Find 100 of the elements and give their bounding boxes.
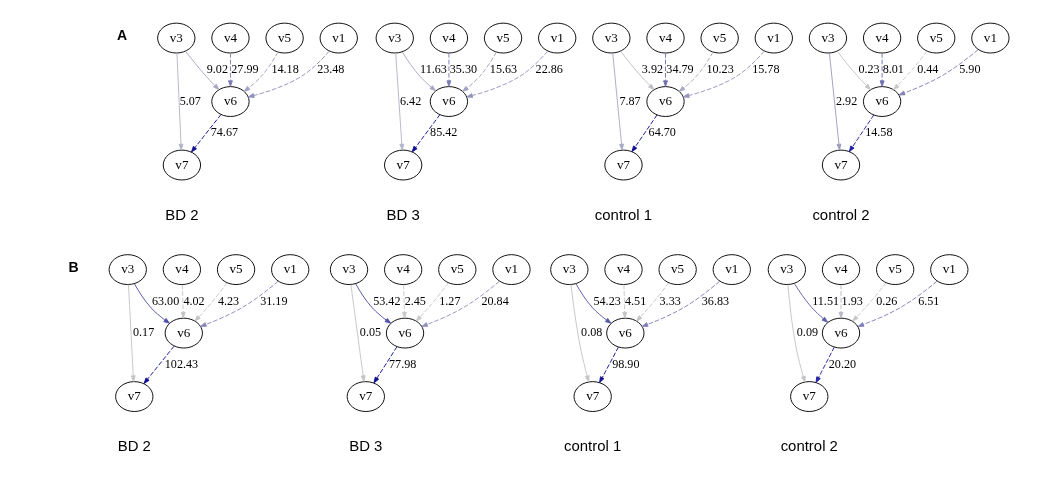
arrow (631, 114, 658, 153)
node-ellipse: v4 (429, 22, 469, 54)
node-ellipse: v3 (767, 254, 806, 285)
arrow (411, 114, 441, 153)
arrow (185, 50, 220, 90)
edge-label: 9.02 (206, 61, 228, 76)
edge-label: 0.23 (858, 61, 880, 76)
edge-label: 0.05 (359, 325, 382, 340)
edge-label: 54.23 (593, 293, 621, 308)
arrow (200, 280, 279, 327)
node-ellipse: v3 (375, 22, 414, 54)
arrow (620, 50, 655, 90)
arrow (682, 50, 765, 98)
arrow (247, 50, 330, 98)
edge-label: 3.33 (659, 293, 681, 308)
label: BD 3 (349, 437, 383, 455)
edge-label: 31.19 (260, 293, 288, 308)
arrow (415, 282, 449, 322)
node-ellipse: v4 (162, 254, 202, 285)
label: control 1 (594, 205, 653, 223)
label: control 1 (564, 437, 622, 455)
arrow (599, 346, 619, 384)
edge-label: 20.20 (828, 357, 857, 372)
edge-label: 98.90 (612, 357, 640, 372)
node-ellipse: v3 (550, 254, 589, 285)
arrow (879, 52, 885, 87)
node-ellipse: v3 (108, 254, 147, 285)
edge-label: 4.51 (625, 293, 647, 308)
arrow (176, 52, 184, 151)
edge-label: 6.42 (400, 93, 422, 108)
arrow (787, 284, 806, 383)
arrow (401, 51, 436, 92)
edge-label: 14.58 (865, 125, 893, 140)
node-ellipse: v4 (384, 254, 423, 285)
edge-label: 4.23 (217, 293, 240, 308)
edge-label: 2.92 (836, 93, 858, 108)
arrow (828, 52, 842, 151)
node-ellipse: v1 (538, 22, 577, 54)
edge-label: 14.18 (271, 61, 299, 76)
node-ellipse: v1 (271, 254, 310, 285)
edge-label: 85.42 (430, 125, 458, 140)
arrow (446, 52, 452, 87)
edge-label: 5.07 (179, 93, 201, 108)
edge-label: 6.51 (918, 293, 940, 308)
edge-label: 15.63 (489, 61, 518, 76)
node-ellipse: v4 (821, 254, 861, 285)
edge-label: 2.45 (404, 293, 426, 308)
arrow (462, 51, 497, 92)
edge-label: 5.90 (959, 61, 981, 76)
edge-label: 34.79 (666, 61, 694, 76)
node-ellipse: v7 (573, 381, 612, 412)
edge-label: 0.26 (876, 293, 898, 308)
arrow (421, 280, 500, 327)
arrow (402, 284, 407, 319)
arrow (243, 51, 279, 92)
node-ellipse: v5 (876, 254, 915, 285)
edge-label: 22.86 (535, 61, 563, 76)
edge-label: 3.92 (641, 61, 664, 76)
arrow (641, 280, 721, 327)
label: control 2 (780, 437, 838, 455)
arrow (857, 280, 938, 327)
arrow (134, 283, 170, 324)
arrow (180, 284, 186, 319)
edge-label: 74.67 (210, 125, 239, 140)
label: B (68, 258, 79, 275)
arrow (191, 114, 222, 153)
label: control 2 (812, 205, 870, 223)
arrow (355, 283, 392, 324)
node-ellipse: v4 (862, 22, 902, 54)
edge-label: 0.08 (581, 325, 603, 340)
arrow (836, 50, 871, 90)
node-ellipse: v7 (821, 149, 861, 181)
edge-label: 0.09 (796, 325, 819, 340)
node-ellipse: v1 (712, 254, 751, 285)
node-ellipse: v7 (346, 381, 385, 412)
arrow (838, 284, 844, 319)
edge-label: 15.78 (752, 61, 780, 76)
edge-label: 7.87 (619, 93, 641, 108)
arrow (228, 52, 233, 87)
edge-label: 0.44 (917, 61, 939, 76)
edge-label: 10.23 (706, 61, 734, 76)
arrow (794, 283, 829, 323)
edge-label: 23.48 (317, 61, 345, 76)
edge-label: 1.27 (439, 293, 461, 308)
edge-label: 35.30 (449, 61, 478, 76)
arrow (143, 345, 175, 384)
node-ellipse: v5 (438, 254, 477, 285)
edge-label: 63.00 (151, 293, 180, 308)
edge-label: 11.63 (420, 61, 447, 76)
arrow (848, 114, 875, 153)
edge-label: 27.99 (231, 61, 259, 76)
arrow (612, 52, 624, 151)
arrow (373, 346, 398, 384)
edge-label: 11.51 (812, 293, 840, 308)
node-ellipse: v6 (862, 86, 902, 117)
label: BD 2 (165, 205, 199, 223)
arrow (350, 284, 366, 382)
arrow (636, 282, 670, 322)
node-ellipse: v5 (216, 254, 256, 285)
node-ellipse: v5 (483, 22, 523, 54)
